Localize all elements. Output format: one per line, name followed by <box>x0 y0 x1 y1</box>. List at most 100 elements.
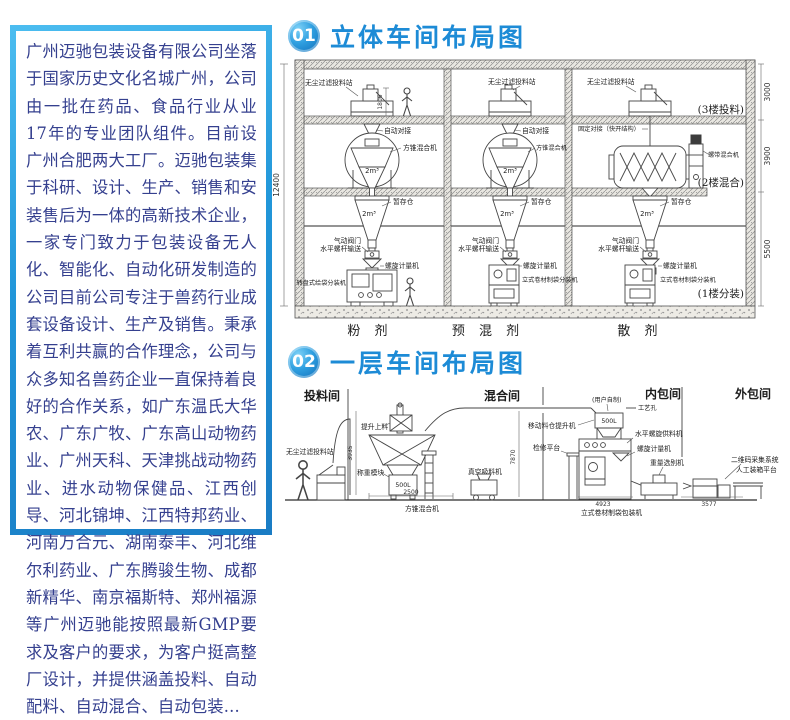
train-granule: 无尘过滤投料站 固定对接（快开结构） 螺带混合机 暂存仓 2m³ 气动阀门 水平… <box>578 77 740 307</box>
label-screw-conveyor-1: 水平螺杆输送 <box>320 244 361 253</box>
mixer-bin-500l <box>388 474 418 496</box>
floor3-tag: (3楼投料) <box>698 103 744 116</box>
dim-4923: 4923 <box>595 501 610 508</box>
train-powder: 无尘过滤投料站 1806 自动对接 方锥混合机 2m³ 暂存仓 2m³ 气动阀门… <box>297 78 437 307</box>
label-rotary-packer: 转盘式给袋分装机 <box>297 279 347 287</box>
roof-slab <box>294 59 756 70</box>
label-2m3-mixer-1: 2m³ <box>365 167 379 175</box>
operator-figure-feed-room <box>295 460 311 501</box>
label-2m3-buffer-3: 2m³ <box>640 210 654 218</box>
checkweigher-body <box>640 482 678 496</box>
dust-free-feed-station-2 <box>488 84 532 117</box>
dust-free-feed-station-1 <box>350 84 394 117</box>
label-2m3-buffer-1: 2m³ <box>362 210 376 218</box>
dust-free-feed-station-3 <box>628 84 672 117</box>
label-auto-dock-1: 自动对接 <box>384 126 411 135</box>
vacuum-feeder-body <box>470 479 498 496</box>
valve-unit-3 <box>642 247 658 259</box>
label-meter-1: 螺旋计量机 <box>385 261 419 270</box>
dim-3577: 3577 <box>701 501 716 508</box>
label-qr-system: 二维码采集系统 <box>731 455 779 464</box>
label-mobile-silo-hoist: 移动料仓提升机 <box>528 421 576 430</box>
label-feed-station-2: 无尘过滤投料站 <box>488 77 536 86</box>
feed-machine-body <box>316 474 346 501</box>
section1-header: 01 立体车间布局图 <box>288 18 526 54</box>
ribbon-discharge <box>640 187 660 198</box>
label-valve-2: 气动阀门 <box>472 236 499 245</box>
inner-pack-room-group: 移动料仓提升机 (用户自制) 工艺孔 500L 检修平台 水平螺旋供料机 螺旋计… <box>528 396 684 517</box>
room-mixing: 混合间 <box>484 388 520 403</box>
label-valve-1: 气动阀门 <box>334 236 361 245</box>
dimension-lines: 12400 3000 3900 5500 <box>272 63 772 307</box>
flow-arrow <box>682 482 693 490</box>
company-intro-inner: 广州迈驰包装设备有限公司坐落于国家历史文化名城广州，公司由一批在药品、食品行业从… <box>16 31 266 716</box>
label-auto-dock-2: 自动对接 <box>522 126 549 135</box>
section2-title: 一层车间布局图 <box>330 349 527 378</box>
ribbon-mixer <box>608 145 692 189</box>
label-manual-packing: 人工装箱平台 <box>736 465 777 474</box>
room-outer-pack: 外包间 <box>735 386 771 401</box>
section2-header: 02 一层车间布局图 <box>288 344 526 380</box>
label-500l-silo: 500L <box>601 418 617 425</box>
operator-figure-3f <box>401 87 413 117</box>
vertical-packer-2 <box>488 264 520 307</box>
room-feeding: 投料间 <box>304 388 340 403</box>
company-intro-text: 广州迈驰包装设备有限公司坐落于国家历史文化名城广州，公司由一批在药品、食品行业从… <box>26 42 257 717</box>
label-feed-station-3: 无尘过滤投料站 <box>587 77 635 86</box>
label-buffer-1: 暂存仓 <box>393 197 414 206</box>
label-process-hole: 工艺孔 <box>638 404 657 412</box>
ground-band <box>294 305 756 319</box>
operator-figure-1f <box>404 277 416 307</box>
case-machine <box>692 478 718 499</box>
room-inner-pack: 内包间 <box>645 386 681 401</box>
label-fixed-dock: 固定对接（快开结构） <box>578 125 640 133</box>
left-wall <box>294 59 305 307</box>
label-valve-3: 气动阀门 <box>612 236 639 245</box>
vacuum-pipe-1 <box>332 418 351 495</box>
label-buffer-2: 暂存仓 <box>531 197 552 206</box>
mixing-room-group: 3935 提升上料 称重模块 500L 2500 方锥混合机 真空吸料机 787… <box>347 402 598 513</box>
label-user-made: (用户自制) <box>592 396 622 404</box>
outer-pack-room-group: 二维码采集系统 人工装箱平台 3577 <box>681 455 779 508</box>
section1-number-badge: 01 <box>288 20 320 52</box>
floor1-tag: (1楼分装) <box>698 287 744 300</box>
dim-7870: 7870 <box>510 449 517 464</box>
category-premix: 预 混 剂 <box>452 324 524 339</box>
inner-wall-2 <box>564 68 573 307</box>
packer-platform <box>566 452 580 457</box>
label-screw-metering-d2: 螺旋计量机 <box>637 444 671 453</box>
category-powder: 粉 剂 <box>347 324 392 339</box>
label-sq-mixer-d2: 方锥混合机 <box>405 504 439 513</box>
train-premix: 无尘过滤投料站 自动对接 方锥混合机 2m³ 暂存仓 2m³ 气动阀门 水平螺杆… <box>458 77 578 307</box>
label-weight-sorter: 重量选别机 <box>650 458 684 467</box>
label-vacuum-feeder: 真空吸料机 <box>468 467 502 476</box>
dim-3935: 3935 <box>347 445 354 460</box>
label-screw-conveyor-2: 水平螺杆输送 <box>458 244 499 253</box>
label-feed-station-1: 无尘过滤投料站 <box>305 78 353 87</box>
dim-3000: 3000 <box>763 82 772 101</box>
label-lift-feeding: 提升上料 <box>361 422 388 431</box>
auto-dock-funnel-2 <box>501 123 519 135</box>
mixer-ladder-platform <box>421 450 437 456</box>
checkweigher-head <box>652 474 666 484</box>
dim-5500: 5500 <box>763 239 772 258</box>
dim-3900: 3900 <box>763 146 772 165</box>
auto-dock-funnel-1 <box>363 123 381 135</box>
label-ribbon-mixer: 螺带混合机 <box>708 151 740 159</box>
label-meter-2: 螺旋计量机 <box>523 261 557 270</box>
label-screw-conveyor-3: 水平螺杆输送 <box>598 244 639 253</box>
inner-wall-1 <box>443 68 452 307</box>
dim-1806: 1806 <box>377 94 384 109</box>
first-floor-layout-drawing: 投料间 混合间 内包间 外包间 无尘过滤投料站 3935 提升上料 称重模块 5… <box>285 386 779 517</box>
label-horizontal-screw-feeder: 水平螺旋供料机 <box>635 429 683 438</box>
dim-12400: 12400 <box>272 173 281 197</box>
valve-unit-1 <box>364 247 380 259</box>
section1-title: 立体车间布局图 <box>330 23 527 52</box>
label-2m3-mixer-2: 2m³ <box>503 167 517 175</box>
rotary-packer <box>346 269 398 307</box>
label-film-packer-d2: 立式卷材制袋包装机 <box>581 508 642 517</box>
label-meter-3: 螺旋计量机 <box>663 261 697 270</box>
label-sq-mixer-1: 方锥混合机 <box>403 143 437 152</box>
label-2m3-buffer-2: 2m³ <box>500 210 514 218</box>
vertical-packer-3 <box>624 264 656 307</box>
